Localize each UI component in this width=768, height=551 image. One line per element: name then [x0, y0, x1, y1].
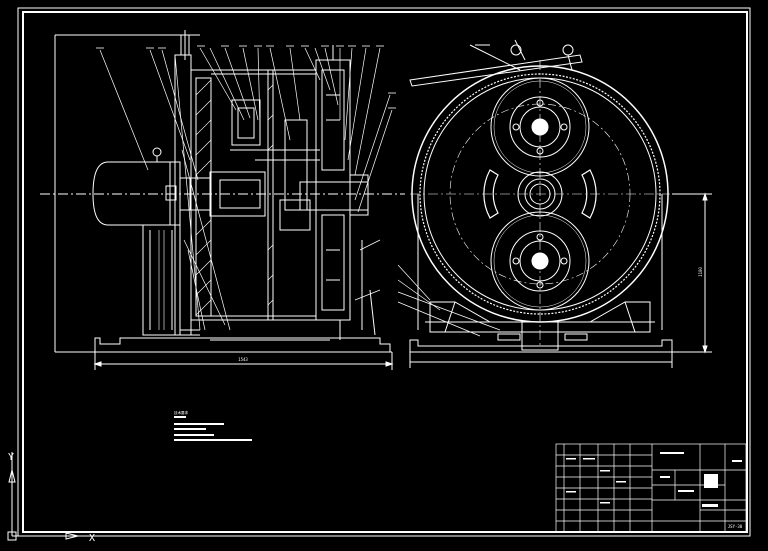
technical-notes: 技术要求: [174, 410, 252, 441]
gear-train: [230, 99, 320, 231]
slot-right-icon: [581, 169, 597, 219]
front-view: [397, 39, 712, 368]
title-block-text: JSY-30: [566, 452, 743, 529]
ucs-x-label: X: [89, 533, 95, 544]
motor: [92, 147, 181, 226]
lower-gear: [490, 211, 590, 311]
dim-bottom-overall: 1543: [238, 357, 248, 362]
balloon-ticks: [96, 45, 396, 109]
dim-height-right: 1100: [698, 267, 703, 277]
brake-assembly: [299, 45, 376, 340]
bottom-dimension: [93, 352, 394, 370]
side-section-view: [40, 30, 405, 370]
front-leaders: [397, 264, 501, 337]
title-block-name: JSY-30: [728, 524, 743, 529]
ucs-y-label: Y: [8, 452, 14, 463]
center-hub: [517, 171, 563, 217]
slot-left-icon: [483, 169, 499, 219]
front-base: [409, 339, 673, 368]
support-stand: [425, 301, 655, 351]
ucs-icon: Y X: [7, 452, 95, 544]
height-dimension: [672, 192, 712, 354]
input-shaft: [179, 171, 266, 217]
dimension-texts: 1543 1100: [238, 267, 703, 362]
housing-hatch: [195, 79, 274, 316]
notes-title: 技术要求: [174, 410, 188, 415]
upper-gear: [490, 77, 590, 177]
base-frame: [94, 329, 392, 353]
leader-lines: [99, 47, 393, 331]
sheet-border: [17, 7, 751, 537]
title-block: [555, 443, 747, 533]
motor-support: [142, 224, 181, 336]
brake-lever: [409, 39, 583, 87]
